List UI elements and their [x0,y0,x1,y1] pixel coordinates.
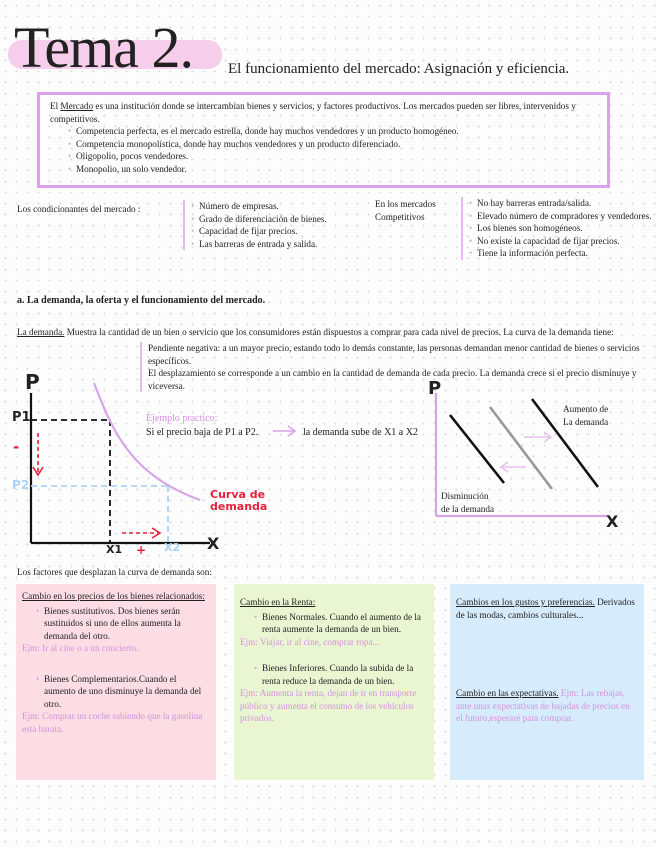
card-expectativas-text: Cambio en las expectativas. Ejm: Las reb… [456,688,630,723]
intro-paragraph: El Mercado es una institución donde se i… [50,101,576,124]
card-renta: Cambio en la Renta: Bienes Normales. Cua… [234,584,434,780]
page-title: Tema 2. [14,15,194,80]
card-renta-example: Ejm: Viajar, ir al cine, comprar ropa... [240,636,380,647]
condicionantes-label: Los condicionantes del mercado : [17,204,141,214]
graph1-x2-label: X2 [164,541,181,554]
graph1-plus: + [136,543,147,557]
card-precios-item: Bienes sustitutivos. Dos bienes serán su… [36,605,210,643]
page-subtitle: El funcionamiento del mercado: Asignació… [228,61,570,77]
card-precios-title: Cambio en los precios de los bienes rela… [22,591,205,601]
intro-item: Monopolio, un solo vendedor. [68,163,597,176]
card-gustos-text: Cambios en los gustos y preferencias. De… [456,597,635,620]
graph1-minus: - [13,438,20,456]
section-heading: a. La demanda, la oferta y el funcionami… [17,295,266,306]
competitivo-item: Elevado número de compradores y vendedor… [469,210,654,223]
aumento-label: Aumento de La demanda [563,404,609,427]
demanda-points: Pendiente negativa: a un mayor precio, e… [140,342,648,392]
ejemplo-text: Si el precio baja de P1 a P2. [146,427,259,438]
competitivo-item: No hay barreras entrada/salida. [469,197,654,210]
card-precios: Cambio en los precios de los bienes rela… [16,584,216,780]
card-renta-item: Bienes Inferiores. Cuando la subida de l… [254,662,428,687]
graph1-x1-label: X1 [106,543,123,556]
intro-item: Competencia monopolística, donde hay muc… [68,138,597,151]
ejemplo-result: la demanda sube de X1 a X2 [303,427,418,438]
demanda-term: La demanda. [17,327,65,337]
intro-item: Oligopolio, pocos vendedores. [68,150,597,163]
competitivos-label: En los mercados Competitivos [375,199,436,222]
card-precios-example: Ejm: Ir al cine o a un concierto. [22,643,139,653]
graph1-p1-label: P1 [12,410,31,425]
competitivos-list: No hay barreras entrada/salida. Elevado … [461,197,654,260]
disminucion-label: Disminución de la demanda [441,491,495,514]
graph1-x-label: X [207,534,220,553]
graph2-p-label: P [428,378,442,399]
mercado-term: Mercado [60,101,94,111]
demanda-paragraph: La demanda. Muestra la cantidad de un bi… [17,327,614,337]
condicionantes-list: Número de empresas. Grado de diferenciac… [183,200,366,250]
intro-item: Competencia perfecta, es el mercado estr… [68,125,597,138]
competitivo-item: Los bienes son homogéneos. [469,222,654,235]
card-precios-item: Bienes Complementarios.Cuando el aumento… [36,673,210,711]
card-renta-example: Ejm: Aumenta la renta, dejan de ir en tr… [240,688,417,723]
graph2-x-label: X [606,512,619,531]
ejemplo-label: Ejemplo practico: [146,413,218,424]
demanda-point: Pendiente negativa: a un mayor precio, e… [148,343,640,366]
competitivo-item: No existe la capacidad de fijar precios. [469,235,654,248]
title-highlight [8,40,222,69]
condicionante-item: Capacidad de fijar precios. [191,225,366,238]
competitivo-item: Tiene la información perfecta. [469,247,654,260]
demand-curve-graph [29,382,210,545]
condicionante-item: Las barreras de entrada y salida. [191,238,366,251]
factores-label: Los factores que desplazan la curva de d… [17,567,212,577]
card-renta-title: Cambio en la Renta: [240,597,316,607]
condicionante-item: Número de empresas. [191,200,366,213]
card-gustos: Cambios en los gustos y preferencias. De… [450,584,644,780]
ejemplo-arrow [273,425,297,437]
graph1-p-label: P [25,370,40,394]
demanda-point: El desplazamiento se corresponde a un ca… [148,368,637,391]
graph1-p2-label: P2 [12,478,30,492]
curve-label: Curva de demanda [210,488,268,513]
condicionante-item: Grado de diferenciación de bienes. [191,213,366,226]
demand-curve [92,382,201,502]
card-precios-example: Ejm: Comprar un coche sabiendo que la ga… [22,711,203,734]
demand-shift-graph [434,393,610,518]
card-renta-item: Bienes Normales. Cuando el aumento de la… [254,611,428,636]
intro-box: El Mercado es una institución donde se i… [37,92,610,188]
